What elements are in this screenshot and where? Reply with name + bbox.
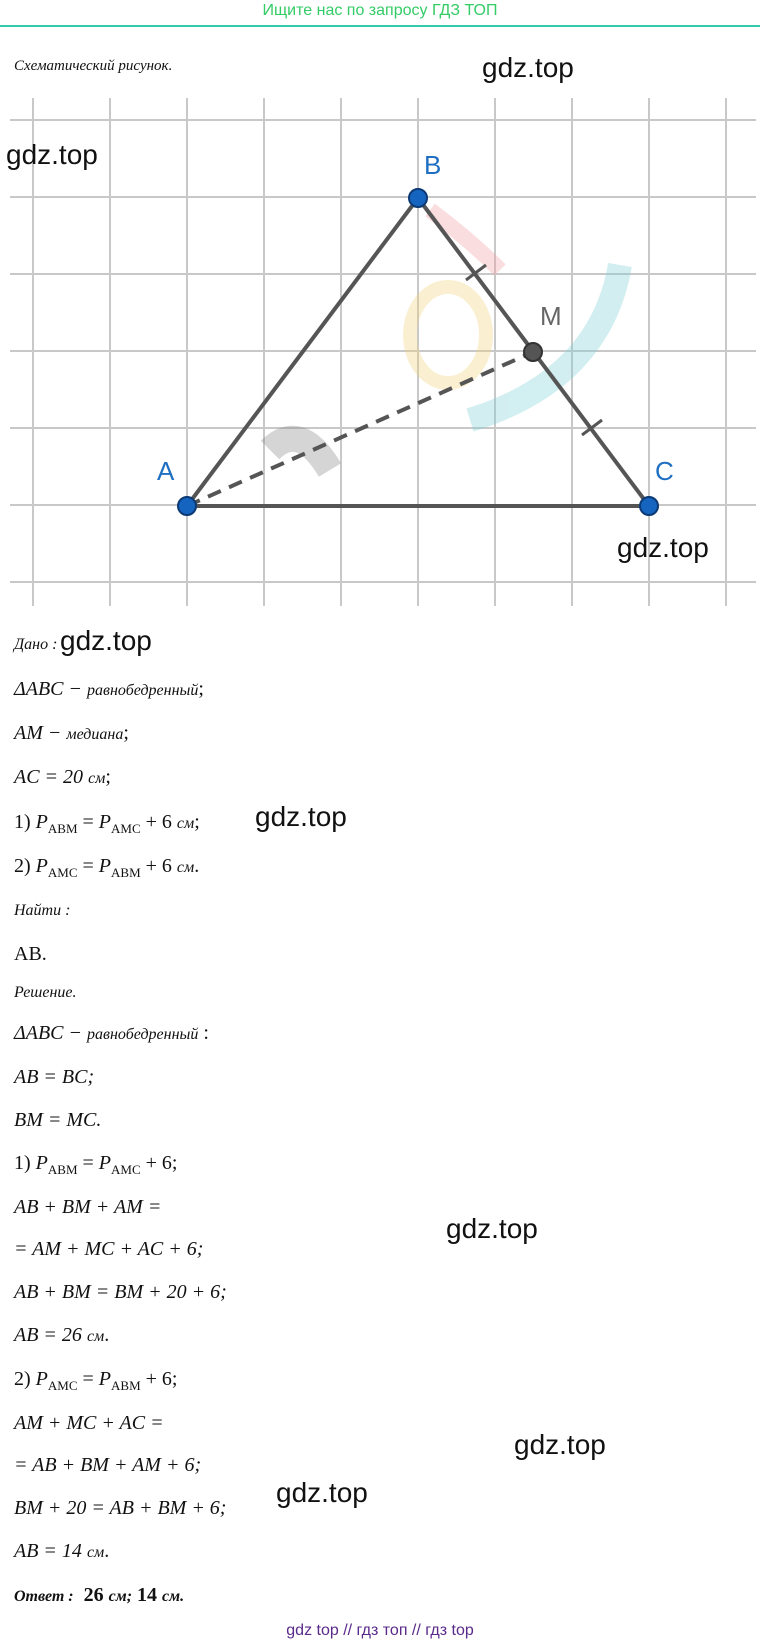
footer-links: gdz top // гдз топ // гдз top xyxy=(286,1622,474,1639)
given-line-4: 1) PABM = PAMC + 6 см; xyxy=(14,811,200,836)
solution-line-3: BM = MC. xyxy=(14,1109,102,1131)
point-m xyxy=(523,342,543,362)
solution-line-9: 2) PAMC = PABM + 6; xyxy=(14,1368,178,1393)
given-heading: Дано : xyxy=(14,636,58,653)
solution-line-6: = AM + MC + AC + 6; xyxy=(14,1238,204,1260)
given-line-3: AC = 20 см; xyxy=(14,766,111,788)
point-a xyxy=(177,496,197,516)
given-line-2: AM − медиана; xyxy=(14,722,129,744)
label-a: A xyxy=(157,456,175,486)
watermark: gdz.top xyxy=(60,625,152,656)
median-am xyxy=(186,350,534,508)
solution-line-12: BM + 20 = AB + BM + 6; xyxy=(14,1497,227,1519)
watermark: gdz.top xyxy=(255,801,347,832)
figure-caption: Схематический рисунок. xyxy=(14,58,173,74)
label-b: B xyxy=(424,150,441,180)
solution-line-2: AB = BC; xyxy=(14,1066,95,1088)
solution-line-1: ΔABC − равнобедренный : xyxy=(14,1022,209,1044)
watermark: gdz.top xyxy=(482,52,574,83)
solution-line-13: AB = 14 см. xyxy=(14,1540,110,1562)
watermark: gdz.top xyxy=(276,1477,368,1508)
solution-line-10: AM + MC + AC = xyxy=(14,1412,164,1434)
point-c xyxy=(639,496,659,516)
solution-heading: Решение. xyxy=(14,984,77,1001)
solution-line-5: AB + BM + AM = xyxy=(14,1196,162,1218)
point-b xyxy=(408,188,428,208)
label-c: C xyxy=(655,456,674,486)
watermark: gdz.top xyxy=(6,139,98,170)
solution-line-11: = AB + BM + AM + 6; xyxy=(14,1454,202,1476)
find-heading: Найти : xyxy=(14,902,71,919)
equal-tick-marks xyxy=(465,263,603,437)
given-line-1: ΔABC − равнобедренный; xyxy=(14,678,204,700)
solution-line-4: 1) PABM = PAMC + 6; xyxy=(14,1152,178,1177)
solution-line-7: AB + BM = BM + 20 + 6; xyxy=(14,1281,227,1303)
grid xyxy=(10,98,756,606)
answer-line: Ответ : 26 см; 14 см. xyxy=(14,1584,185,1606)
faded-logo xyxy=(260,203,632,478)
label-m: M xyxy=(540,301,562,331)
solution-line-8: AB = 26 см. xyxy=(14,1324,110,1346)
triangle-figure: A B C M xyxy=(10,98,756,606)
watermark: gdz.top xyxy=(446,1213,538,1244)
watermark: gdz.top xyxy=(617,532,709,563)
given-line-5: 2) PAMC = PABM + 6 см. xyxy=(14,855,200,880)
find-value: AB. xyxy=(14,943,47,965)
search-banner: Ищите нас по запросу ГДЗ ТОП xyxy=(0,0,760,27)
side-ab xyxy=(185,196,420,508)
watermark: gdz.top xyxy=(514,1429,606,1460)
